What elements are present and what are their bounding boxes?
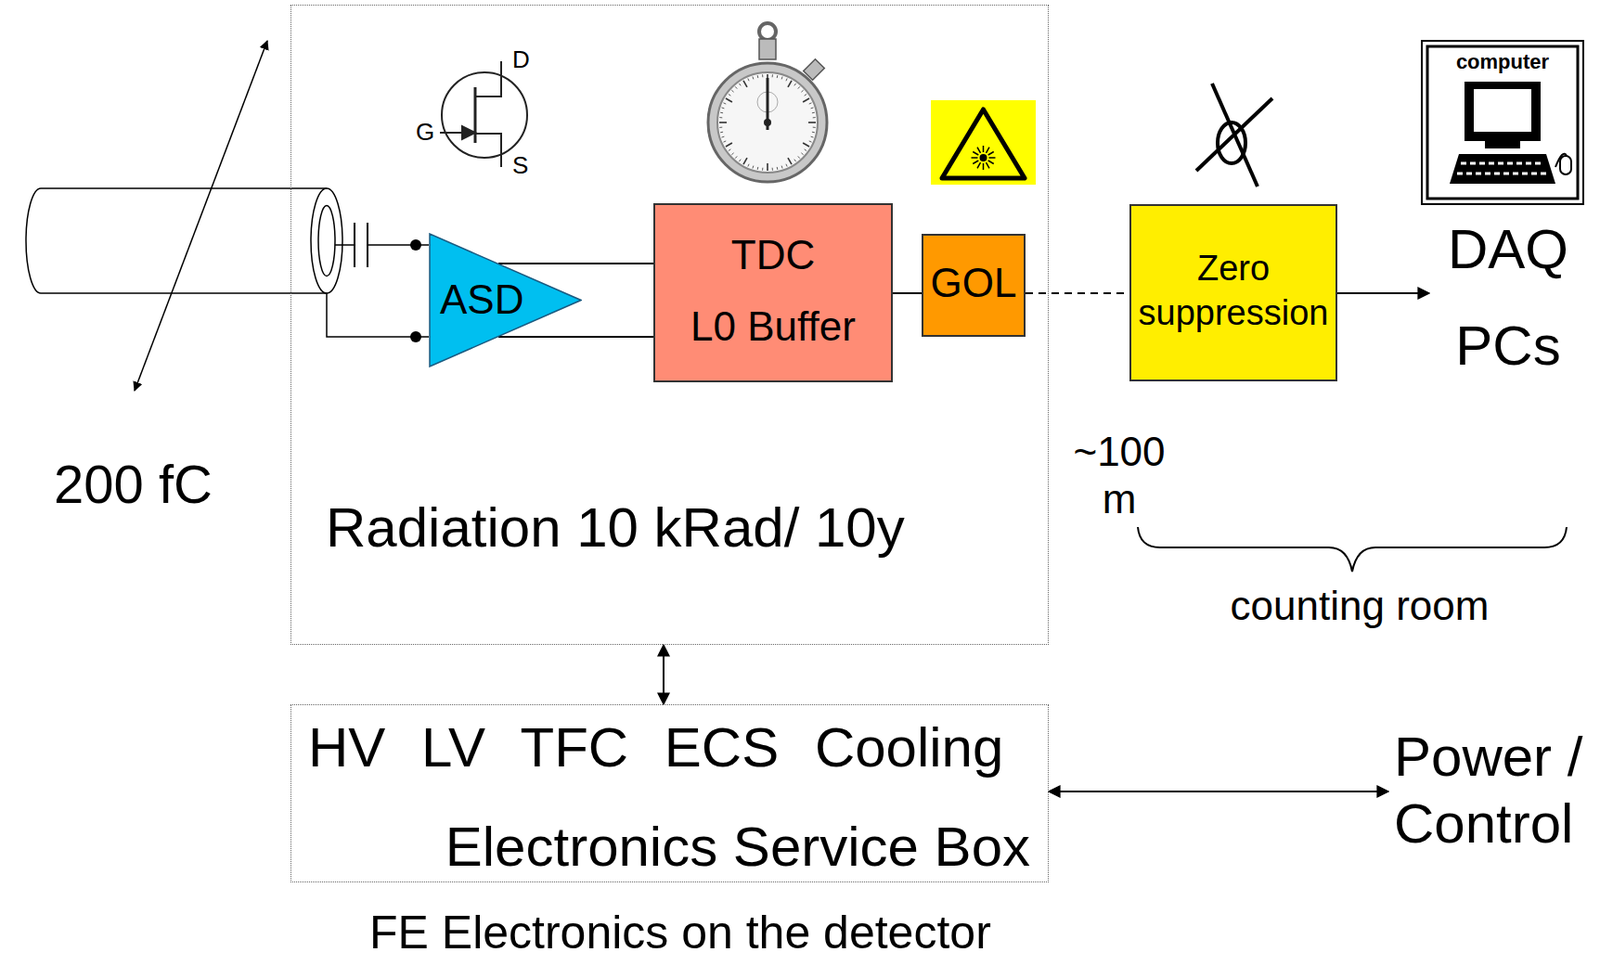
pin-name: D <box>512 46 530 75</box>
fe-electronics-box: Radiation 10 kRad/ 10y ASD TDC L0 Buffer GOL <box>290 4 1049 646</box>
node-text: GOL <box>927 259 1020 308</box>
node-text: L0 Buffer <box>660 303 886 351</box>
node-text: Radiation 10 kRad/ 10y <box>325 495 905 560</box>
connector <box>1048 790 1389 793</box>
process-box: Zero suppression <box>1129 204 1338 382</box>
node-text: PCs <box>1429 313 1588 378</box>
connector <box>892 292 922 295</box>
caption-label: FE Electronics on the detector <box>369 907 992 959</box>
pin-name: S <box>512 152 529 181</box>
node-text: Electronics Service Box <box>308 814 1031 879</box>
computer-icon <box>1421 40 1584 205</box>
area-label: counting room <box>1206 582 1513 631</box>
service-box: HV LV TFC ECS CoolingElectronics Service… <box>290 704 1049 883</box>
connector <box>498 335 654 338</box>
connector <box>498 262 654 265</box>
connector <box>1025 292 1130 295</box>
stopwatch-icon <box>708 23 827 182</box>
icon-label: computer <box>1429 50 1576 74</box>
daq-node: DAQ PCs <box>1429 206 1588 383</box>
terminal-dot <box>410 239 422 251</box>
pin-name: G <box>415 118 435 147</box>
coax-cable <box>25 188 343 294</box>
process-box: TDC L0 Buffer <box>653 203 893 383</box>
node-text: Zero suppression <box>1136 246 1330 336</box>
process-box: GOL <box>921 233 1026 337</box>
crossed-zero-symbol <box>1196 83 1273 187</box>
node-text: ASD <box>439 276 524 324</box>
input-wiring <box>326 222 429 337</box>
power-control-node: Power / Control <box>1388 719 1595 859</box>
charge-label: 200 fC <box>53 453 213 517</box>
node-text: Power / Control <box>1393 723 1591 858</box>
span-brace <box>1137 527 1567 572</box>
range-arrow <box>134 40 268 391</box>
node-text: DAQ <box>1429 217 1588 282</box>
node-text: HV LV TFC ECS Cooling <box>308 715 1031 780</box>
connector <box>1337 292 1430 295</box>
distance-label: ~100 m <box>1063 428 1175 523</box>
amplifier-triangle: ASD <box>428 232 582 368</box>
connector <box>662 645 665 705</box>
node-text: TDC <box>660 232 886 280</box>
transistor-symbol <box>439 61 528 168</box>
laser-warning-icon <box>930 100 1036 185</box>
terminal-dot <box>410 331 422 343</box>
